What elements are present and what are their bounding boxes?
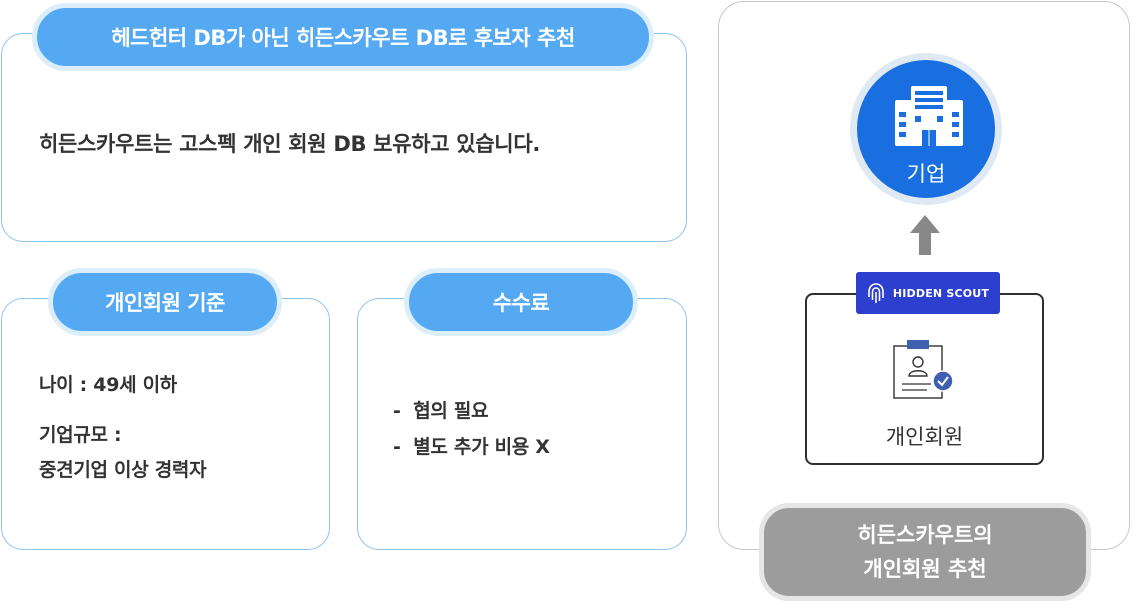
top-card-badge-text: 헤드헌터 DB가 아닌 히든스카우트 DB로 후보자 추천 (111, 26, 575, 50)
member-label: 개인회원 (885, 425, 964, 449)
caption-line-2: 개인회원 추천 (863, 557, 987, 581)
building-icon (895, 86, 963, 146)
profile-clipboard-icon (893, 340, 954, 399)
fee-card (357, 298, 687, 550)
fingerprint-icon (868, 283, 884, 303)
fee-item: - 별도 추가 비용 X (393, 436, 550, 458)
company-label: 기업 (906, 162, 946, 186)
criteria-company-size-value: 중견기업 이상 경력자 (39, 459, 207, 481)
check-badge-icon (932, 370, 954, 392)
criteria-card (1, 298, 330, 550)
brand-badge: HIDDEN SCOUT (856, 272, 1000, 314)
criteria-badge: 개인회원 기준 (48, 268, 282, 336)
top-card-badge: 헤드헌터 DB가 아닌 히든스카우트 DB로 후보자 추천 (32, 3, 654, 71)
fee-badge-text: 수수료 (492, 291, 550, 315)
fee-badge: 수수료 (404, 268, 638, 336)
up-arrow-icon (910, 215, 940, 255)
criteria-badge-text: 개인회원 기준 (105, 291, 225, 315)
brand-label: HIDDEN SCOUT (892, 286, 990, 300)
caption-line-1: 히든스카우트의 (857, 523, 993, 547)
criteria-company-size-label: 기업규모 : (39, 424, 122, 446)
criteria-age: 나이 : 49세 이하 (39, 374, 177, 396)
fee-item: - 협의 필요 (393, 400, 489, 422)
company-circle: 기업 (850, 53, 1002, 205)
caption-pill: 히든스카우트의 개인회원 추천 (759, 503, 1091, 601)
top-card-body: 히든스카우트는 고스펙 개인 회원 DB 보유하고 있습니다. (39, 132, 541, 156)
